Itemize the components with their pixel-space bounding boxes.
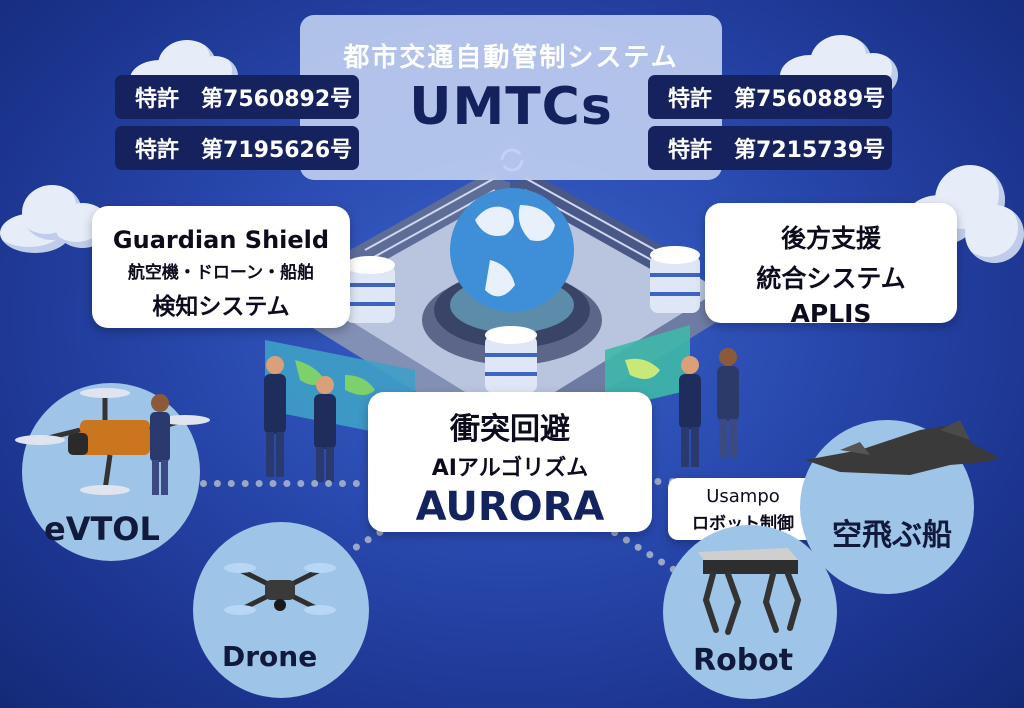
patent-label: 特許 — [135, 87, 180, 112]
evtol-circle — [22, 383, 200, 561]
patent-number: 第7215739号 — [734, 138, 886, 163]
patent-badge: 特許 第7195626号 — [115, 126, 359, 170]
database-stack-icon — [345, 246, 700, 393]
aurora-line1: 衝突回避 — [450, 412, 570, 447]
guardian-description: 検知システム — [152, 294, 290, 320]
evtol-label: eVTOL — [44, 510, 160, 548]
patent-number: 第7560892号 — [201, 87, 353, 112]
aurora-card: 衝突回避 AIアルゴリズム AURORA — [368, 392, 652, 532]
patent-number: 第7195626号 — [201, 138, 353, 163]
flying-ship-icon — [805, 420, 1000, 475]
connector-evtol — [200, 480, 360, 487]
drone-icon — [224, 563, 336, 615]
patent-label: 特許 — [135, 138, 180, 163]
guardian-title: Guardian Shield — [112, 226, 330, 254]
aplis-line1: 後方支援 — [780, 224, 881, 253]
operators-left-illustration — [264, 356, 336, 482]
aurora-line2: AIアルゴリズム — [431, 456, 589, 481]
aplis-card: 後方支援 統合システム APLIS — [705, 203, 957, 328]
usampo-line1: Usampo — [706, 486, 780, 507]
patent-badge: 特許 第7560892号 — [115, 75, 359, 119]
patent-label: 特許 — [668, 138, 713, 163]
umtcs-subtitle: 都市交通自動管制システム — [343, 43, 679, 73]
guardian-subtitle: 航空機・ドローン・船舶 — [127, 263, 315, 283]
drone-label: Drone — [222, 640, 318, 673]
patent-number: 第7560889号 — [734, 87, 886, 112]
guardian-shield-card: Guardian Shield 航空機・ドローン・船舶 検知システム — [92, 206, 350, 328]
robot-label: Robot — [693, 643, 794, 678]
flying-ship-label: 空飛ぶ船 — [832, 518, 952, 553]
evtol-icon — [15, 388, 210, 495]
robot-dog-icon — [698, 548, 802, 635]
operators-right-illustration — [679, 348, 739, 467]
patent-badge: 特許 第7215739号 — [648, 126, 892, 170]
umtcs-title: UMTCs — [409, 77, 613, 137]
patent-badge: 特許 第7560889号 — [648, 75, 892, 119]
map-screen-right — [605, 325, 690, 410]
patent-label: 特許 — [668, 87, 713, 112]
aplis-title: APLIS — [790, 299, 872, 328]
aurora-title: AURORA — [415, 484, 605, 530]
aplis-line2: 統合システム — [756, 264, 906, 293]
